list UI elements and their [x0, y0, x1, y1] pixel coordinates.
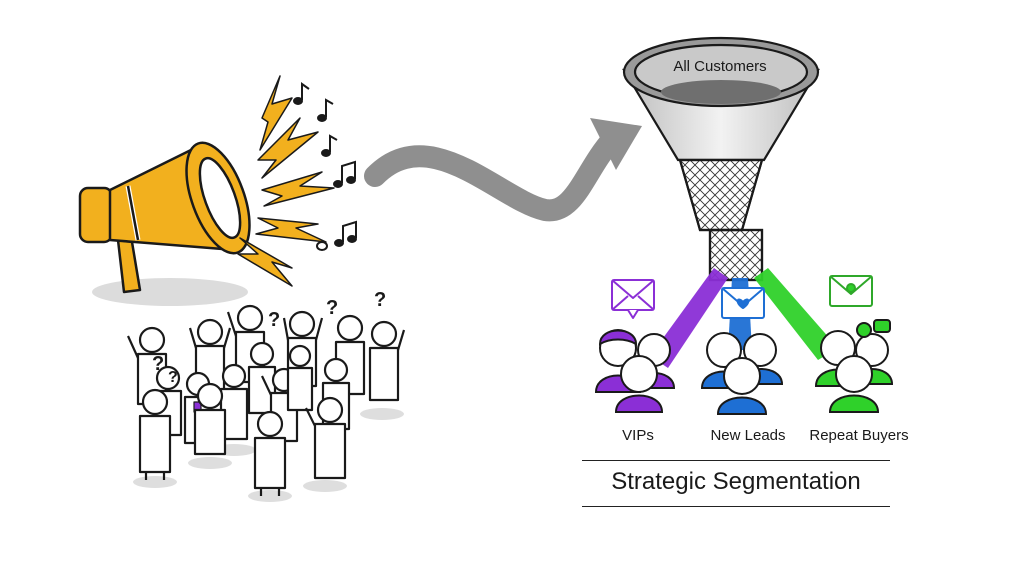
megaphone-icon: [78, 141, 251, 294]
person: [138, 388, 172, 480]
repeat-buyers-group: [814, 319, 894, 413]
svg-text:?: ?: [168, 369, 178, 386]
envelope-icon: [611, 275, 873, 319]
diagram-caption: Strategic Segmentation: [611, 468, 861, 495]
svg-text:?: ?: [152, 353, 164, 375]
svg-text:?: ?: [268, 309, 280, 331]
funnel-label: All Customers: [673, 58, 767, 75]
person: [286, 344, 314, 412]
new-leads-group: [700, 332, 784, 415]
person: [193, 382, 227, 456]
megaphone-shadow: [92, 278, 248, 306]
crowd-shadows: [133, 408, 404, 502]
person: [253, 410, 287, 496]
caption-divider-bottom: [582, 506, 890, 507]
heart-icon: [736, 298, 750, 309]
flow-arrow: [364, 118, 642, 222]
svg-text:?: ?: [374, 289, 386, 311]
person: [368, 320, 406, 402]
person: [247, 341, 277, 415]
caption-divider-top: [582, 460, 890, 461]
confused-crowd: [126, 304, 406, 496]
question-mark-icon: ? ? ? ? ?: [152, 289, 386, 386]
vip-group: [594, 329, 676, 413]
svg-text:?: ?: [326, 297, 338, 319]
sound-bolts: [237, 75, 335, 287]
person: [305, 396, 347, 480]
music-note-icon: [293, 82, 357, 251]
person: [219, 363, 249, 441]
segment-label-vips: VIPs: [622, 427, 654, 444]
segment-label-new-leads: New Leads: [710, 427, 786, 444]
funnel-icon: [622, 36, 820, 282]
segment-label-repeat-buyers: Repeat Buyers: [809, 427, 909, 444]
